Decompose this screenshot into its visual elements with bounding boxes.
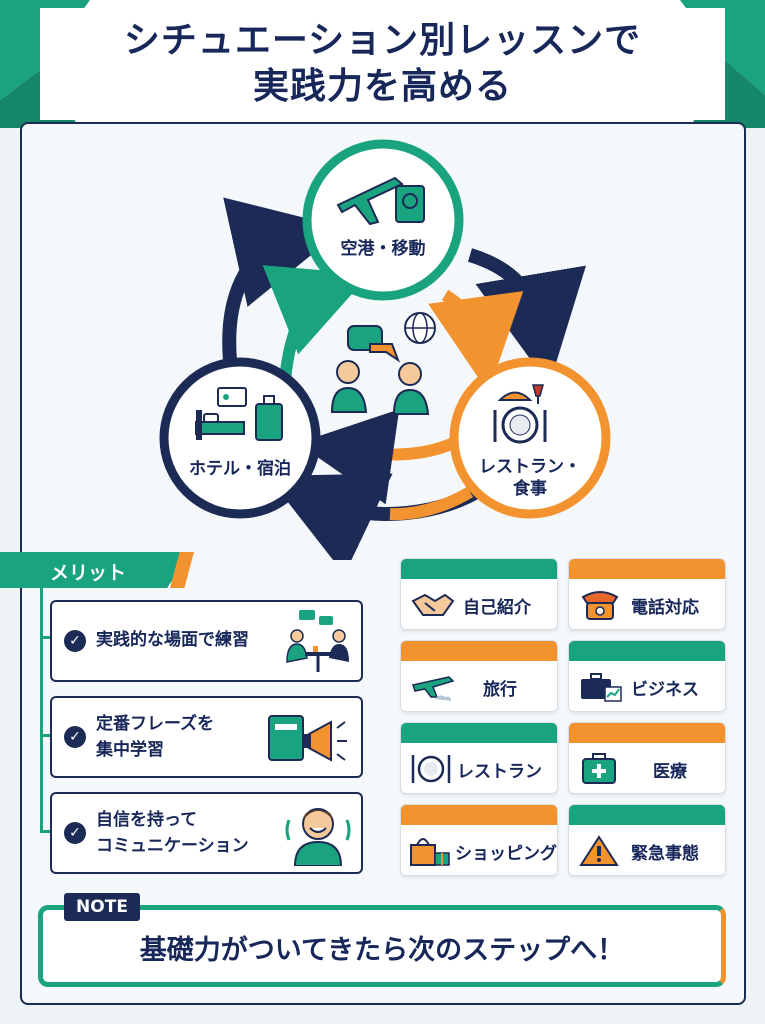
handshake-icon	[411, 593, 455, 616]
scenario-card-travel[interactable]: 旅行	[400, 640, 558, 712]
check-icon: ✓	[64, 822, 86, 844]
circle-label-restaurant-2: 食事	[513, 479, 547, 499]
merit-card-1: ✓ 実践的な場面で練習	[50, 600, 363, 682]
scenario-label: 旅行	[483, 680, 517, 700]
card-band	[569, 559, 725, 579]
merit-label: メリット	[50, 562, 127, 584]
meeting-table-icon	[286, 610, 349, 672]
merit-tab	[0, 552, 190, 588]
medical-kit-icon	[582, 753, 616, 784]
scenario-label: 電話対応	[631, 598, 699, 618]
note-text: 基礎力がついてきたら次のステップへ！	[139, 935, 625, 966]
card-band	[569, 641, 725, 661]
card-band	[401, 723, 557, 743]
passport-icon	[395, 185, 425, 223]
scenario-card-emergency[interactable]: 緊急事態	[568, 804, 726, 876]
merit-card-3: ✓ 自信を持って コミュニケーション	[50, 792, 363, 874]
airport-circle	[302, 139, 464, 301]
scenario-label: ショッピング	[455, 844, 557, 864]
smiling-person-icon	[285, 808, 351, 866]
merit-text-3b: コミュニケーション	[96, 836, 249, 856]
circle-label-airport: 空港・移動	[340, 239, 426, 259]
card-band	[401, 559, 557, 579]
scenario-label: 医療	[653, 762, 687, 782]
scenario-card-phone[interactable]: 電話対応	[568, 558, 726, 630]
bed-icon	[195, 410, 245, 440]
plate-icon	[493, 406, 547, 444]
title-box: シチュエーション別レッスンで 実践力を高める	[40, 8, 725, 120]
merit-tick	[40, 830, 50, 833]
scenario-card-business[interactable]: ビジネス	[568, 640, 726, 712]
check-icon: ✓	[64, 630, 86, 652]
merit-tick	[40, 734, 50, 737]
card-band	[569, 805, 725, 825]
note-tag: NOTE	[64, 893, 140, 921]
hotel-circle	[159, 357, 321, 519]
shopping-bag-icon	[410, 838, 450, 866]
card-band	[401, 641, 557, 661]
check-icon: ✓	[64, 726, 86, 748]
merit-card-2: ✓ 定番フレーズを 集中学習	[50, 696, 363, 778]
circle-label-restaurant-1: レストラン・	[479, 457, 581, 477]
note-box	[38, 905, 726, 987]
scenario-card-self-intro[interactable]: 自己紹介	[400, 558, 558, 630]
airplane-icon	[412, 676, 455, 701]
scenario-card-restaurant[interactable]: レストラン	[400, 722, 558, 794]
cycle-diagram	[159, 139, 611, 560]
conversation-people-icon	[330, 312, 436, 415]
merit-text-3a: 自信を持って	[96, 810, 198, 830]
book-megaphone-icon	[268, 715, 347, 762]
circle-label-hotel: ホテル・宿泊	[189, 459, 291, 479]
merit-text-2b: 集中学習	[96, 740, 164, 760]
scenario-label: 自己紹介	[463, 598, 531, 618]
wine-glass-icon	[532, 384, 544, 404]
suitcase-icon	[255, 395, 283, 441]
restaurant-circle	[449, 357, 611, 519]
card-band	[569, 723, 725, 743]
cloche-icon	[497, 391, 533, 401]
page-title-line1: シチュエーション別レッスンで	[123, 20, 642, 61]
scenario-card-medical[interactable]: 医療	[568, 722, 726, 794]
merit-rail	[40, 588, 43, 830]
merit-tick	[40, 636, 50, 639]
merit-text-2a: 定番フレーズを	[96, 714, 215, 734]
briefcase-icon	[581, 673, 622, 702]
warning-icon	[579, 835, 619, 866]
scenario-card-shopping[interactable]: ショッピング	[400, 804, 558, 876]
scenario-label: ビジネス	[631, 680, 699, 700]
card-band	[401, 805, 557, 825]
merit-text-1: 実践的な場面で練習	[96, 630, 249, 650]
id-card-icon	[217, 387, 247, 407]
scenario-label: レストラン	[457, 762, 542, 782]
cutlery-icon	[411, 755, 451, 783]
airplane-icon	[336, 176, 404, 226]
telephone-icon	[581, 591, 619, 620]
page-title-line2: 実践力を高める	[252, 66, 512, 107]
scenario-label: 緊急事態	[631, 844, 699, 864]
